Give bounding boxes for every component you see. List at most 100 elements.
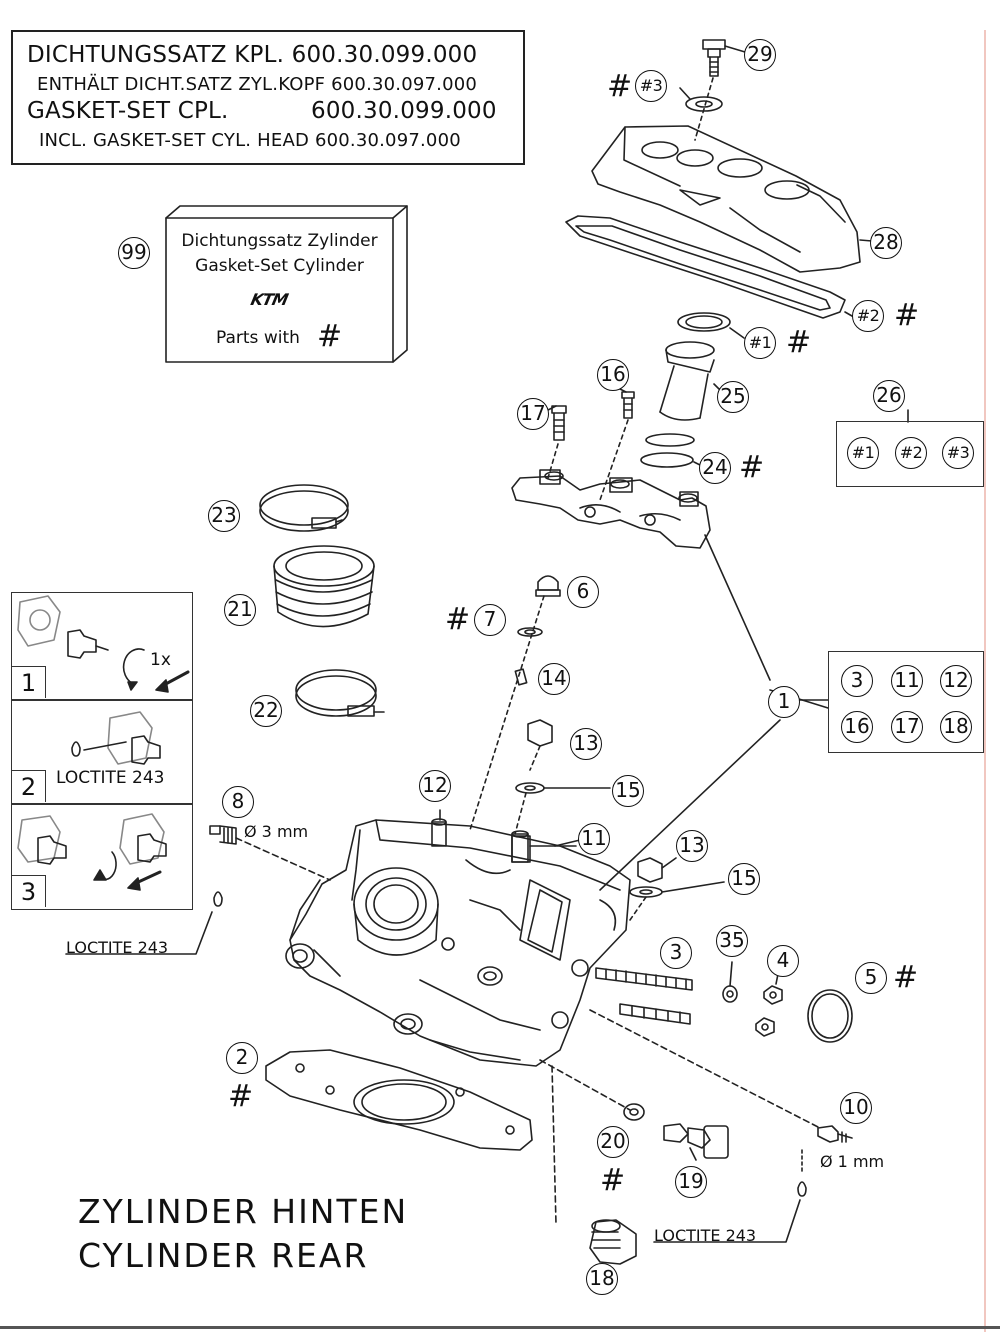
kit-line-4: INCL. GASKET-SET CYL. HEAD 600.30.097.00… [39, 130, 461, 151]
ktm-logo: KTM [248, 290, 290, 309]
callout-28: 28 [870, 227, 902, 259]
loctite-drop-left [213, 891, 223, 907]
kit-line-3-left: GASKET-SET CPL. [27, 98, 229, 124]
assembly-steps-panel: 1 1x 2 LOCTITE 243 3 [11, 592, 193, 910]
kit-line-1: DICHTUNGSSATZ KPL. 600.30.099.000 [27, 42, 478, 68]
set1-17: 17 [891, 711, 923, 743]
step-3-number: 3 [12, 875, 46, 907]
step-2-note: LOCTITE 243 [56, 768, 165, 788]
callout-17: 17 [517, 398, 549, 430]
part-29-bolt [702, 39, 746, 77]
callout-5: 5 [855, 962, 887, 994]
step-3-drawing [17, 813, 167, 891]
part-18-plug [589, 1219, 637, 1269]
callout-4: 4 [767, 945, 799, 977]
set-1-box: 3 11 12 16 17 18 [828, 651, 984, 753]
callout-h2: #2 [852, 300, 884, 332]
part-13-plug-top [527, 719, 553, 771]
gasket-kit-box: DICHTUNGSSATZ KPL. 600.30.099.000 ENTHÄL… [11, 30, 525, 165]
hash-24: # [739, 450, 765, 485]
part-3-studs [595, 967, 693, 1025]
camshaft-bridge [511, 469, 711, 549]
title-line-1: ZYLINDER HINTEN [78, 1192, 409, 1231]
loctite-drop-right [797, 1181, 807, 1197]
callout-8: 8 [222, 786, 254, 818]
part-1-cylinder-head [285, 818, 631, 1067]
part-10-screw [817, 1125, 853, 1143]
set1-11: 11 [891, 665, 923, 697]
bag-label-1: Dichtungssatz Zylinder [181, 231, 378, 251]
callout-h3: #3 [635, 70, 667, 102]
callout-11: 11 [578, 823, 610, 855]
callout-13-bottom: 13 [676, 830, 708, 862]
part-7-washer [517, 627, 543, 637]
callout-29: 29 [744, 39, 776, 71]
part-15-seal-top [514, 782, 611, 835]
bag-label-parts-with: Parts with [216, 328, 300, 348]
hash-5: # [893, 960, 919, 995]
callout-99: 99 [118, 237, 150, 269]
set1-3: 3 [841, 665, 873, 697]
set1-18: 18 [940, 711, 972, 743]
callout-10: 10 [840, 1092, 872, 1124]
step-1-note: 1x [150, 650, 171, 670]
part-21-intake-rubber [273, 545, 375, 628]
part-6-cap-nut [535, 575, 561, 597]
step-2-number: 2 [12, 770, 46, 802]
part-19-temp-sensor [663, 1123, 729, 1161]
set-26-box: #1 #2 #3 [836, 421, 984, 487]
callout-16: 16 [597, 359, 629, 391]
set26-h2: #2 [895, 437, 927, 469]
part-2-head-gasket [265, 1049, 533, 1151]
callout-12: 12 [419, 770, 451, 802]
callout-15-bottom: 15 [728, 863, 760, 895]
set1-16: 16 [841, 711, 873, 743]
part-13-plug-bottom [637, 857, 677, 883]
part-h2-cover-gasket [565, 215, 853, 319]
hash-20: # [600, 1163, 626, 1198]
hash-h3: # [607, 69, 633, 104]
callout-15-top: 15 [612, 775, 644, 807]
page-bottom-rule [0, 1326, 1000, 1329]
part-8-screw [209, 825, 331, 881]
step-2-drawing [71, 711, 161, 765]
set26-h3: #3 [942, 437, 974, 469]
note-diameter-10: Ø 1 mm [820, 1152, 885, 1171]
step-divider-2 [12, 803, 192, 805]
title-line-2: CYLINDER REAR [78, 1236, 369, 1275]
callout-26: 26 [873, 380, 905, 412]
note-loctite-left: LOCTITE 243 [66, 938, 169, 957]
note-loctite-right: LOCTITE 243 [654, 1226, 757, 1245]
part-14-pin [514, 668, 528, 686]
hash-7: # [445, 602, 471, 637]
kit-line-3-right: 600.30.099.000 [311, 98, 497, 124]
callout-h1: #1 [744, 327, 776, 359]
part-23-hose-clamp [259, 484, 349, 532]
part-h3-washer [679, 87, 723, 112]
callout-3: 3 [660, 937, 692, 969]
part-16-bolt [617, 387, 635, 419]
part-h1-seal-ring [677, 312, 745, 339]
callout-35: 35 [716, 925, 748, 957]
callout-20: 20 [597, 1126, 629, 1158]
step-divider-1 [12, 699, 192, 701]
hash-2: # [228, 1079, 254, 1114]
set1-12: 12 [940, 665, 972, 697]
note-diameter-8: Ø 3 mm [244, 822, 309, 841]
callout-19: 19 [675, 1166, 707, 1198]
part-28-valve-cover [591, 125, 873, 273]
part-25-plug-shaft [659, 341, 723, 421]
bag-hash-symbol: # [317, 319, 343, 354]
gasket-bag-box [165, 205, 408, 363]
callout-21: 21 [224, 594, 256, 626]
hash-h2: # [894, 298, 920, 333]
set26-h1: #1 [847, 437, 879, 469]
callout-2: 2 [226, 1042, 258, 1074]
part-15-seal-bottom [629, 881, 725, 921]
callout-1: 1 [768, 686, 800, 718]
callout-23: 23 [208, 500, 240, 532]
step-1-number: 1 [12, 666, 46, 698]
callout-22: 22 [250, 695, 282, 727]
part-17-bolt [547, 405, 567, 441]
part-22-hose-clamp [295, 669, 385, 717]
